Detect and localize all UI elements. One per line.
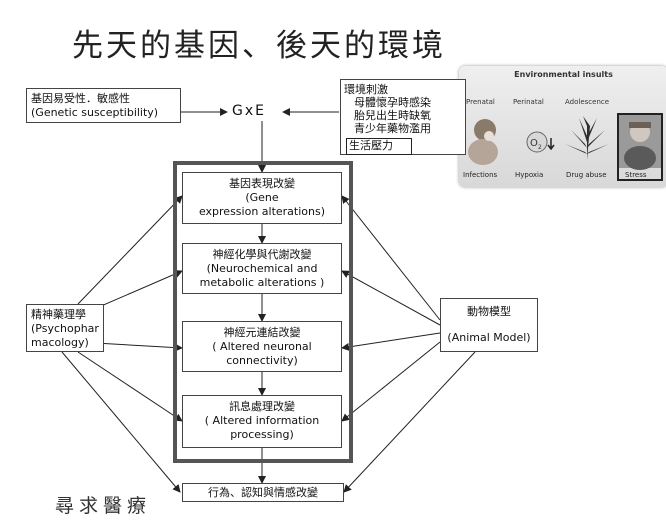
env-stage-adolescence: Adolescence bbox=[565, 98, 610, 106]
stimulus-stress-box: 生活壓力 bbox=[346, 138, 412, 155]
drug-abuse-leaf-icon bbox=[565, 116, 609, 160]
step-neurochemical: 神經化學與代謝改變 (Neurochemical and metabolic a… bbox=[182, 243, 342, 294]
page-title: 先天的基因、後天的環境 bbox=[72, 28, 446, 64]
step4-zh: 訊息處理改變 bbox=[229, 400, 295, 413]
animal-zh: 動物模型 bbox=[467, 305, 511, 318]
step2-en2: metabolic alterations ) bbox=[199, 276, 325, 289]
stimulus-item-drug: 青少年藥物濫用 bbox=[354, 122, 431, 135]
env-illustrations: O 2 bbox=[468, 114, 663, 170]
step-information-processing: 訊息處理改變 ( Altered information processing) bbox=[182, 395, 342, 448]
env-panel-title-wrap: Environmental insults bbox=[459, 70, 666, 79]
hypoxia-icon: O 2 bbox=[526, 131, 555, 153]
env-caption-infections: Infections bbox=[463, 171, 498, 179]
outcome-box: 行為、認知與情感改變 bbox=[182, 483, 344, 502]
arrow-animal-step1 bbox=[341, 195, 441, 321]
stimulus-heading: 環境刺激 bbox=[344, 83, 388, 96]
psycho-en1: (Psychophar bbox=[31, 322, 99, 335]
core-process-frame bbox=[173, 161, 353, 463]
arrow-animal-step3 bbox=[341, 332, 441, 351]
genetic-susceptibility-box: 基因易受性．敏感性 (Genetic susceptibility) bbox=[26, 88, 181, 123]
step1-zh: 基因表現改變 bbox=[229, 177, 295, 190]
genetic-en: (Genetic susceptibility) bbox=[31, 106, 159, 119]
env-caption-drug-abuse: Drug abuse bbox=[566, 171, 607, 179]
genetic-zh: 基因易受性．敏感性 bbox=[31, 92, 130, 105]
step1-en2: expression alterations) bbox=[198, 205, 326, 218]
svg-text:O: O bbox=[530, 138, 538, 149]
step3-en2: connectivity) bbox=[226, 354, 298, 367]
arrow-animal-step4 bbox=[341, 341, 441, 422]
arrow-animal-step2 bbox=[341, 270, 441, 326]
step1-en1: (Gene bbox=[245, 191, 279, 204]
stimulus-item-hypoxia: 胎兒出生時缺氧 bbox=[354, 109, 431, 122]
step3-zh: 神經元連結改變 bbox=[223, 326, 301, 339]
step-gene-expression: 基因表現改變 (Gene expression alterations) bbox=[182, 172, 342, 224]
psycho-zh: 精神藥理學 bbox=[31, 308, 86, 321]
animal-model-box: 動物模型 (Animal Model) bbox=[440, 298, 538, 352]
env-panel-title: Environmental insults bbox=[514, 70, 613, 79]
psycho-en2: macology) bbox=[31, 336, 89, 349]
psychopharmacology-box: 精神藥理學 (Psychophar macology) bbox=[26, 304, 104, 352]
step4-en1: ( Altered information bbox=[204, 414, 320, 427]
arrow-psycho-outcome bbox=[61, 351, 181, 493]
step3-en1: ( Altered neuronal bbox=[212, 340, 312, 353]
gxe-label: GxE bbox=[232, 103, 266, 119]
stress-highlight-frame bbox=[617, 113, 663, 181]
arrow-animal-outcome bbox=[343, 351, 476, 493]
step4-en2: processing) bbox=[230, 428, 294, 441]
env-caption-stress: Stress bbox=[625, 171, 647, 179]
env-stage-perinatal: Perinatal bbox=[513, 98, 544, 106]
infections-icon bbox=[468, 119, 498, 165]
arrow-psycho-step4 bbox=[77, 351, 183, 422]
env-caption-hypoxia: Hypoxia bbox=[515, 171, 544, 179]
arrow-psycho-step1 bbox=[77, 195, 183, 305]
stimulus-item-infection: 母體懷孕時感染 bbox=[354, 96, 431, 109]
animal-en: (Animal Model) bbox=[447, 331, 531, 344]
stress-person-icon bbox=[617, 114, 663, 170]
env-stage-prenatal: Prenatal bbox=[466, 98, 495, 106]
step2-zh: 神經化學與代謝改變 bbox=[212, 248, 312, 261]
seek-treatment-label: 尋求醫療 bbox=[55, 495, 152, 517]
step-neuronal-connectivity: 神經元連結改變 ( Altered neuronal connectivity) bbox=[182, 321, 342, 372]
step2-en1: (Neurochemical and bbox=[206, 262, 318, 275]
svg-text:2: 2 bbox=[538, 144, 542, 151]
